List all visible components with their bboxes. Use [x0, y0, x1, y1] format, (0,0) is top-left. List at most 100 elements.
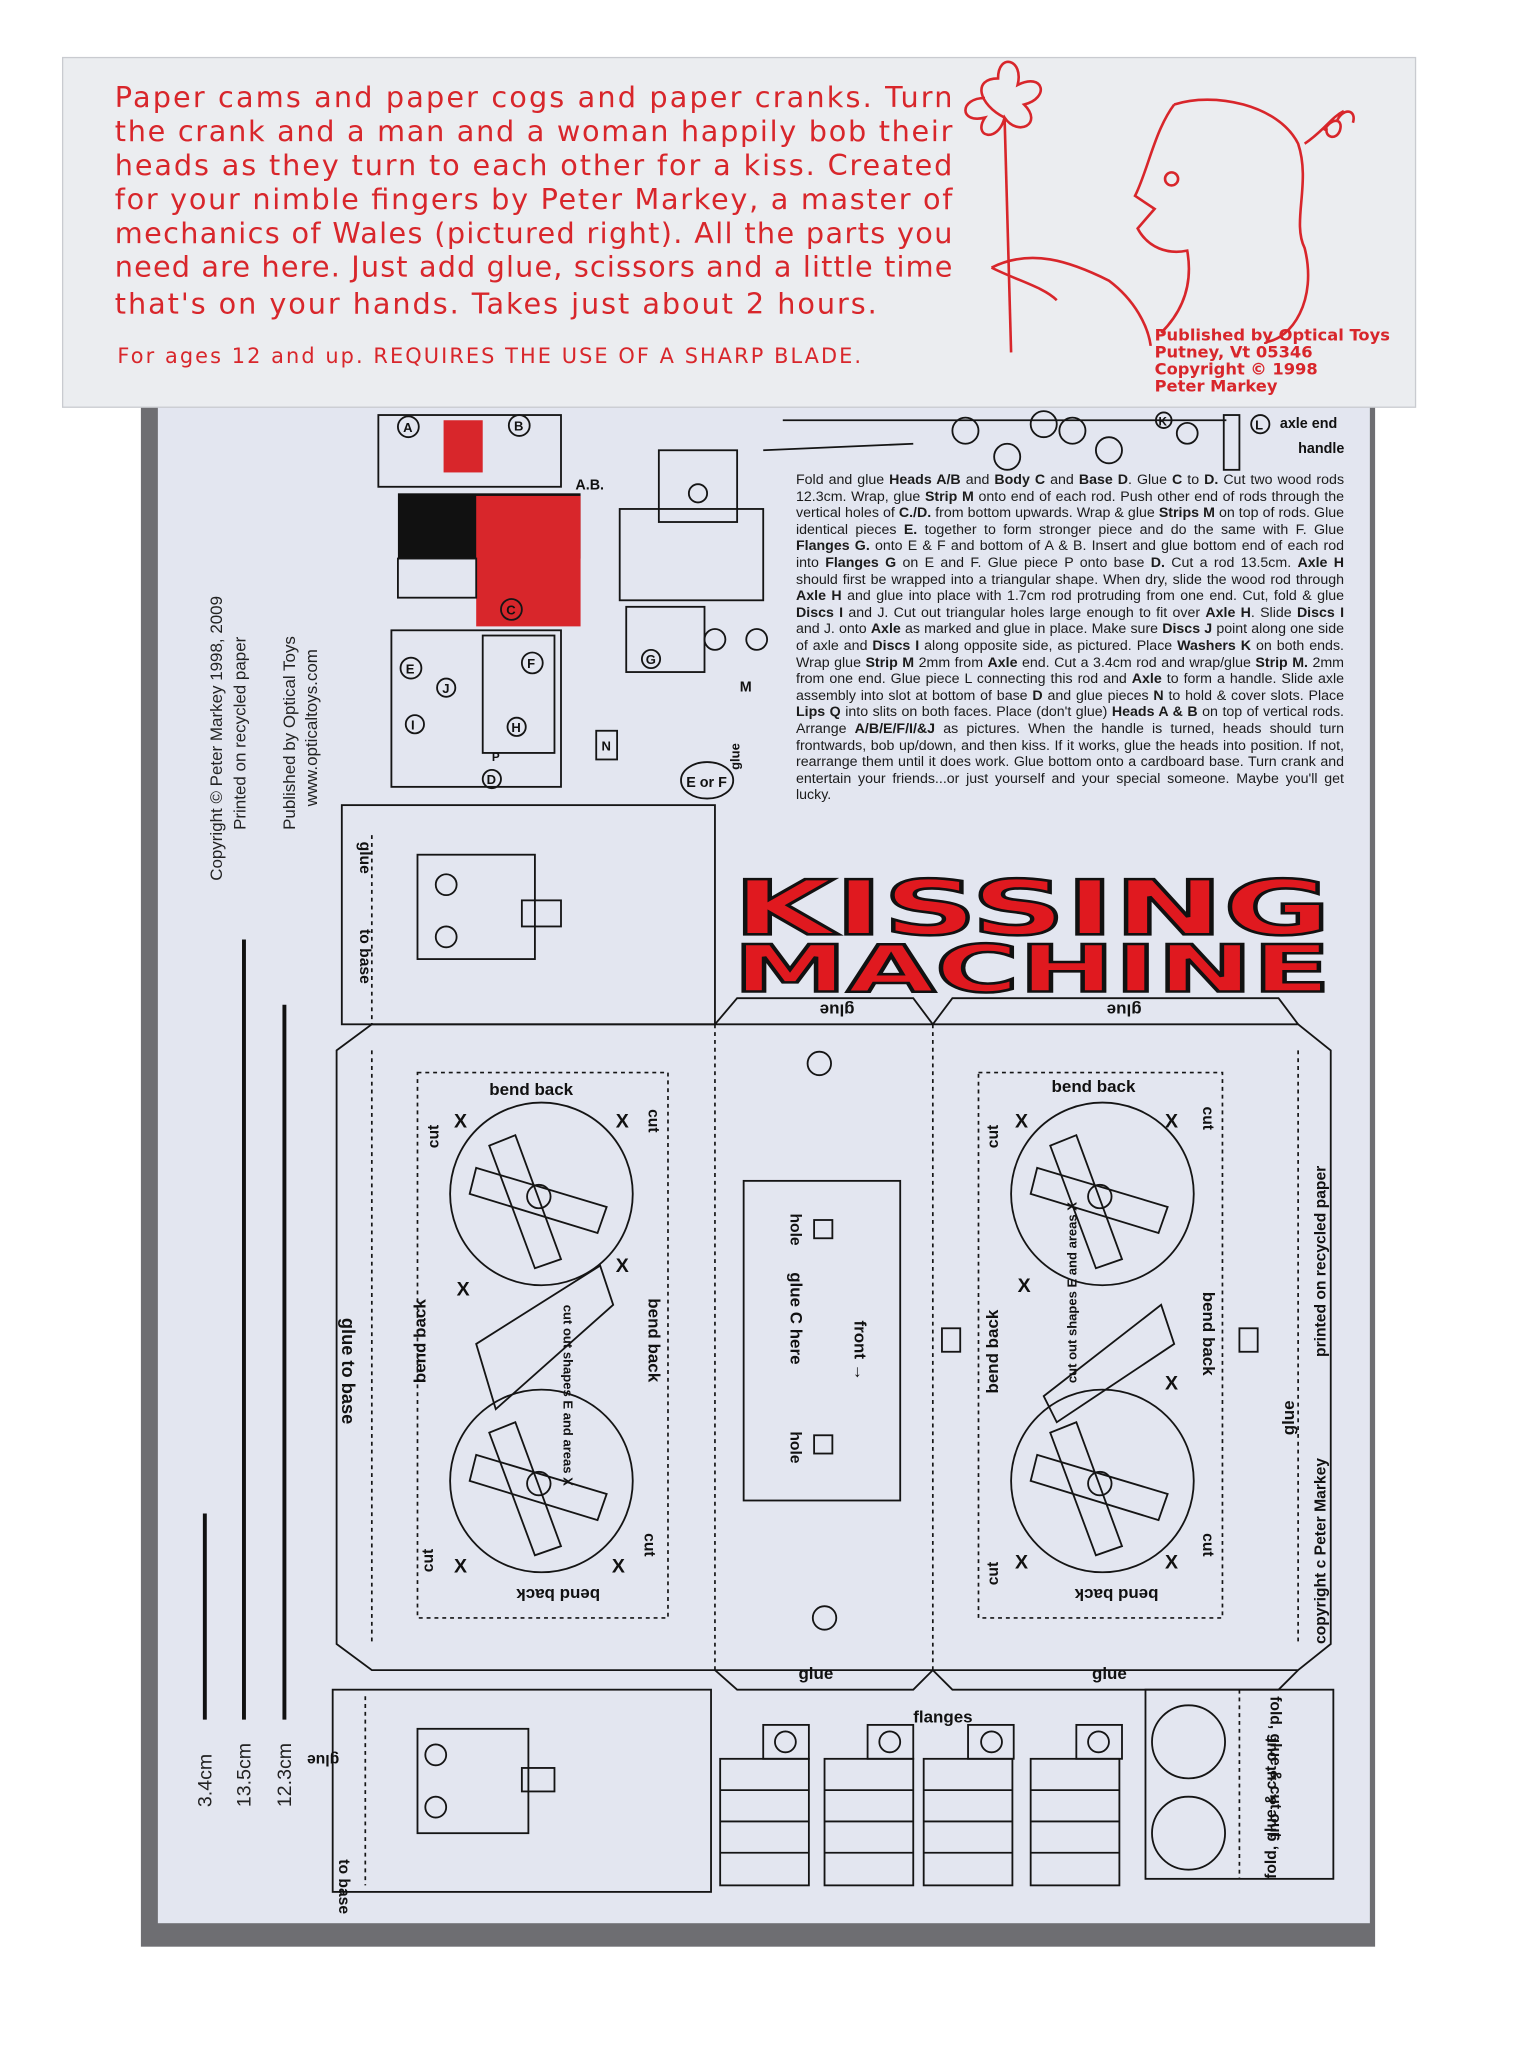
publisher-line: Published by Optical Toys: [1155, 326, 1390, 345]
instruction-text: to: [1182, 472, 1205, 488]
cut-label: cut: [644, 1109, 661, 1133]
axle-end-label: axle end: [1280, 416, 1337, 432]
instruction-keyword: Body C: [994, 472, 1046, 488]
instruction-keyword: Heads A & B: [1111, 704, 1198, 721]
copyright-text: Copyright © Peter Markey 1998, 2009: [207, 596, 226, 881]
instruction-keyword: Strip M: [924, 488, 974, 505]
instruction-keyword: Base D: [1078, 472, 1129, 488]
title-kissing: KISSING: [733, 864, 1331, 952]
instruction-text: to form a handle. Slide axle assembly in…: [796, 671, 1344, 704]
recycled-text: Printed on recycled paper: [230, 636, 249, 830]
instruction-keyword: Axle: [1131, 671, 1162, 688]
diagram-letter: K: [1159, 415, 1168, 428]
instruction-keyword: Strip M.: [1255, 654, 1308, 671]
instruction-keyword: Washers K: [1177, 637, 1251, 654]
diagram-letter: N: [601, 738, 610, 753]
glue-label: glue: [356, 842, 373, 874]
glue-c-here-label: glue C here: [787, 1272, 806, 1364]
instruction-keyword: Flanges G.: [796, 538, 870, 555]
blurb-line: for your nimble fingers by Peter Markey,…: [115, 182, 953, 216]
diagram-letter: D: [487, 772, 496, 787]
e-or-f-label: E or F: [686, 775, 727, 791]
instruction-text: on top of rods. Glue identical pieces: [796, 505, 1345, 538]
instruction-text: and J. Cut out triangular holes large en…: [843, 604, 1206, 621]
cut-label: cut: [985, 1124, 1002, 1148]
instruction-text: and: [960, 472, 995, 488]
bend-back-label: bend back: [983, 1309, 1002, 1393]
publisher-line: Peter Markey: [1155, 377, 1278, 396]
bend-back-label: bend back: [489, 1080, 573, 1099]
rod-length-rulers: 3.4cm 13.5cm 12.3cm: [194, 939, 296, 1807]
fold-glue-cut-label: fold, glue & cut out: [1263, 1736, 1280, 1878]
diagram-letter: G: [646, 652, 656, 667]
bend-back-label: bend back: [410, 1299, 429, 1383]
instruction-keyword: Axle: [870, 621, 901, 638]
x-mark: X: [454, 1555, 467, 1577]
glue-label: glue: [307, 1751, 339, 1768]
instruction-text: Fold and glue: [796, 472, 890, 488]
instruction-keyword: D: [1032, 687, 1043, 704]
glue-label: glue: [1092, 1664, 1127, 1683]
instruction-keyword: E.: [903, 521, 918, 538]
ruler-label: 3.4cm: [194, 1754, 216, 1807]
ruler-label: 12.3cm: [274, 1743, 296, 1807]
assembly-diagram: A B C D E F G H I J K L M N P A.B. E or …: [377, 410, 1344, 800]
ab-label: A.B.: [575, 477, 604, 493]
printed-recycled-label: printed on recycled paper: [1313, 1166, 1330, 1357]
title-machine: MACHINE: [733, 932, 1331, 1008]
bend-back-label: bend back: [644, 1298, 663, 1382]
blurb-line: heads as they turn to each other for a k…: [115, 148, 953, 182]
diagram-letter: C: [506, 603, 516, 618]
instruction-text: as pictures. When the handle is turned, …: [796, 720, 1344, 804]
instruction-text: and glue into place with 1.7cm rod protr…: [841, 588, 1345, 605]
instruction-text: Cut two wood rods 12.3cm. Wrap, glue: [796, 472, 1345, 505]
blurb-line: the crank and a man and a woman happily …: [115, 114, 953, 148]
instruction-keyword: Discs I: [1296, 604, 1345, 621]
instruction-text: and J. onto: [796, 621, 871, 638]
instruction-text: on E and F. Glue piece P onto base: [896, 554, 1151, 571]
copyright-right-label: copyright c Peter Markey: [1313, 1458, 1330, 1644]
left-margin-credits: Copyright © Peter Markey 1998, 2009 Prin…: [207, 596, 321, 881]
bend-back-label: bend back: [1052, 1077, 1136, 1096]
cutout-net: glue to base glue glue glue glue glue to…: [307, 804, 1335, 1914]
x-mark: X: [1015, 1110, 1028, 1132]
bend-back-label: bend back: [1199, 1292, 1218, 1376]
instruction-keyword: Flanges G: [825, 554, 897, 571]
x-mark: X: [1165, 1110, 1178, 1132]
flanges-label: flanges: [913, 1707, 972, 1726]
to-base-label: to base: [356, 929, 373, 984]
publisher-line: Copyright © 1998: [1155, 360, 1318, 379]
instruction-keyword: C: [1171, 472, 1183, 488]
to-base-label: to base: [335, 1859, 352, 1914]
instruction-keyword: Axle H: [796, 588, 842, 605]
diagram-letter: A: [403, 420, 413, 435]
blurb-line: need are here. Just add glue, scissors a…: [115, 250, 953, 284]
x-mark: X: [616, 1255, 629, 1277]
x-mark: X: [1018, 1275, 1031, 1297]
cut-label: cut: [640, 1533, 657, 1557]
blurb-line: that's on your hands. Takes just about 2…: [115, 286, 877, 320]
cut-shapes-note: cut out shapes E and areas X: [561, 1305, 576, 1486]
cut-label: cut: [985, 1561, 1002, 1585]
instruction-keyword: Axle H: [1205, 604, 1251, 621]
instruction-keyword: Lips Q: [796, 704, 841, 721]
instruction-keyword: D.: [1150, 554, 1165, 571]
bend-back-label: bend back: [516, 1585, 600, 1604]
publisher-line: Putney, Vt 05346: [1155, 343, 1313, 362]
cut-shapes-note: cut out shapes E and areas X: [1064, 1202, 1079, 1383]
portrait-sketch-icon: [964, 60, 1355, 353]
glue-label: glue: [820, 1001, 855, 1020]
blurb-line: mechanics of Wales (pictured right). All…: [115, 216, 953, 250]
instruction-text: along opposite side, as pictured. Place: [919, 637, 1178, 654]
assembly-instructions: Fold and glue Heads A/B and Body C and B…: [796, 472, 1344, 804]
instruction-text: on top of vertical rods. Arrange: [796, 704, 1344, 737]
ruler-label: 13.5cm: [233, 1743, 255, 1807]
instruction-keyword: C./D.: [898, 505, 932, 522]
instruction-text: Cut a rod 13.5cm.: [1164, 554, 1298, 571]
blurb-line: Paper cams and paper cogs and paper cran…: [115, 80, 953, 114]
diagram-letter: H: [511, 720, 520, 735]
diagram-letter: P: [492, 751, 500, 764]
instruction-text: point along one side of axle and: [796, 621, 1344, 654]
instruction-text: together to form stronger piece and do t…: [917, 521, 1344, 538]
